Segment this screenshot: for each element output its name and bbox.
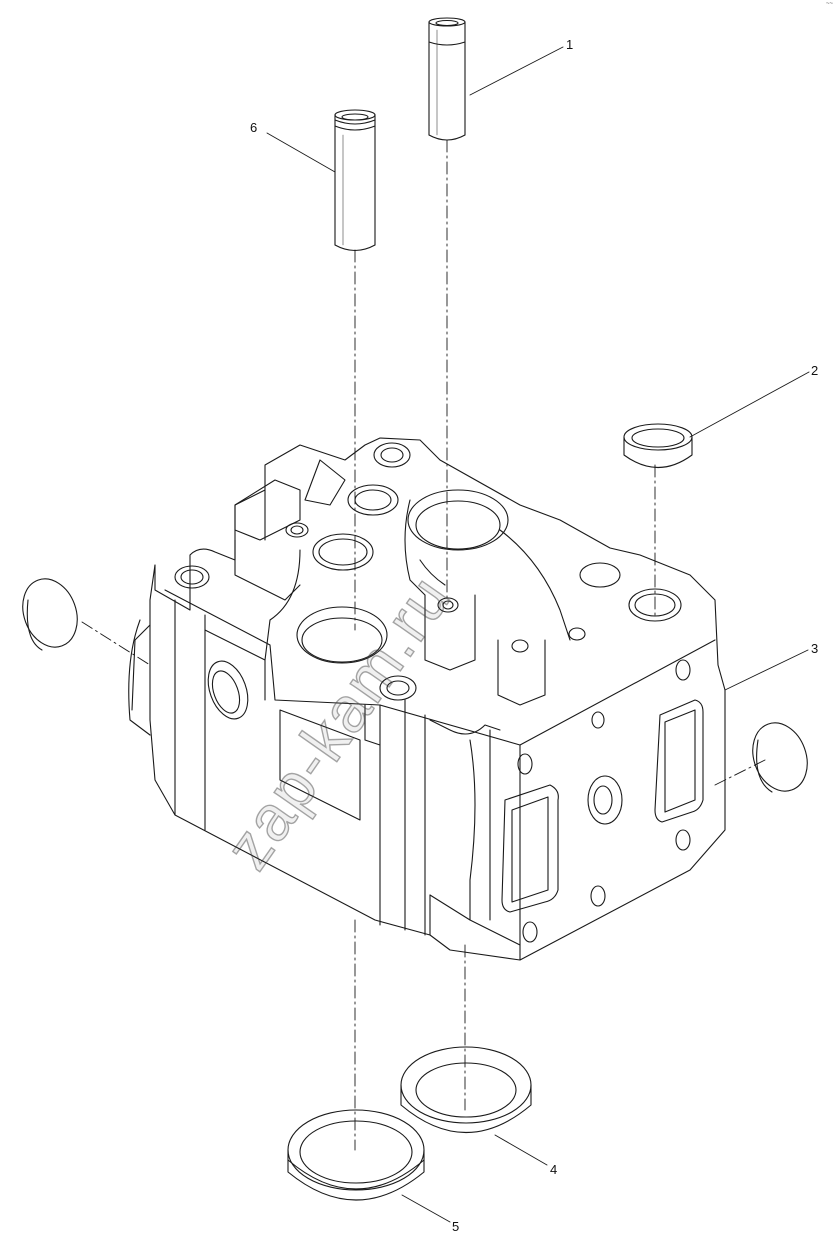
valve-seat-ring-icon [287, 1109, 425, 1201]
plug-cap-icon [22, 578, 78, 651]
callout-6: 6 [250, 120, 258, 135]
plug-cap-icon [752, 722, 808, 793]
callout-1: 1 [566, 37, 574, 52]
valve-guide-icon [428, 17, 466, 141]
valve-seat-ring-icon [400, 1046, 532, 1133]
plug-cap-icon [623, 423, 693, 468]
corner-mark: ~~ [825, 1, 833, 7]
callout-4: 4 [550, 1162, 558, 1177]
callout-5: 5 [452, 1219, 460, 1234]
callout-3: 3 [811, 641, 819, 656]
leader-lines [266, 46, 810, 1223]
cylinder-head-icon [128, 437, 726, 961]
callout-2: 2 [811, 363, 819, 378]
valve-guide-icon [334, 109, 376, 252]
